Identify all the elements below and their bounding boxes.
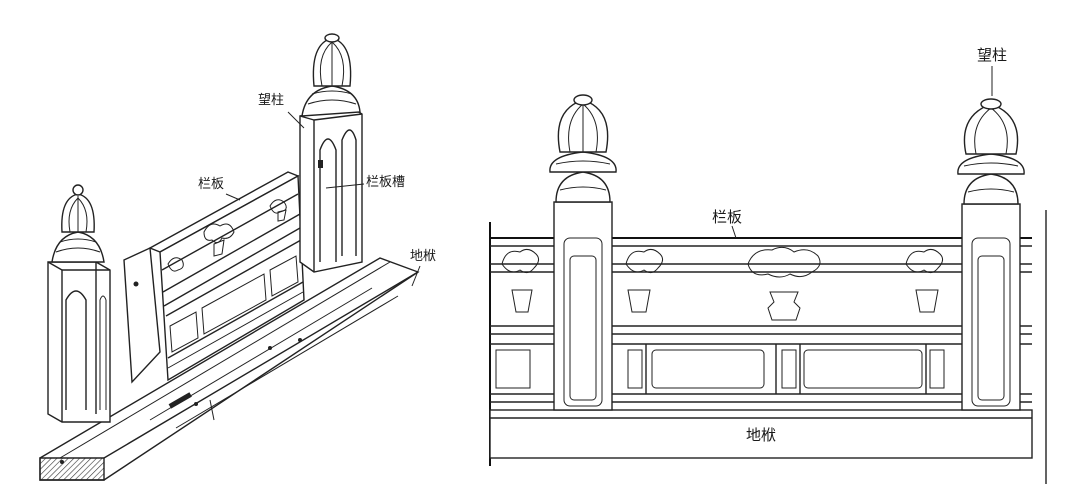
label-post-left: 望柱 bbox=[258, 92, 284, 108]
panel-isometric bbox=[123, 171, 305, 384]
label-panel-left: 栏板 bbox=[198, 177, 224, 192]
label-ground-beam-right: 地栿 bbox=[746, 426, 776, 444]
elevation-balustrade-figure: 地栿 bbox=[489, 46, 1047, 484]
vase-carving-3 bbox=[747, 246, 821, 321]
vase-carving-2 bbox=[625, 248, 664, 313]
left-post-elevation bbox=[549, 94, 617, 411]
left-post-isometric bbox=[47, 184, 111, 423]
vase-carvings bbox=[501, 246, 944, 321]
ground-beam-isometric bbox=[39, 257, 420, 481]
label-post-right: 望柱 bbox=[977, 46, 1007, 64]
ground-beam-elevation: 地栿 bbox=[489, 409, 1033, 459]
label-panel-slot: 栏板槽 bbox=[366, 175, 405, 190]
panel-carving bbox=[167, 199, 287, 272]
ground-beam-cross-section bbox=[39, 457, 105, 481]
right-labels: 望柱 栏板 bbox=[712, 46, 1007, 239]
left-labels: 望柱 栏板 栏板槽 地栿 bbox=[198, 92, 436, 287]
right-post-isometric bbox=[299, 33, 363, 273]
vase-carving-4 bbox=[905, 248, 944, 313]
label-panel-right: 栏板 bbox=[712, 208, 742, 226]
vase-carving-1 bbox=[501, 248, 540, 313]
lower-panels bbox=[495, 344, 945, 394]
right-post-elevation bbox=[957, 98, 1025, 411]
label-ground-beam-left: 地栿 bbox=[410, 249, 436, 264]
isometric-balustrade-figure: 望柱 栏板 栏板槽 地栿 bbox=[39, 33, 436, 481]
